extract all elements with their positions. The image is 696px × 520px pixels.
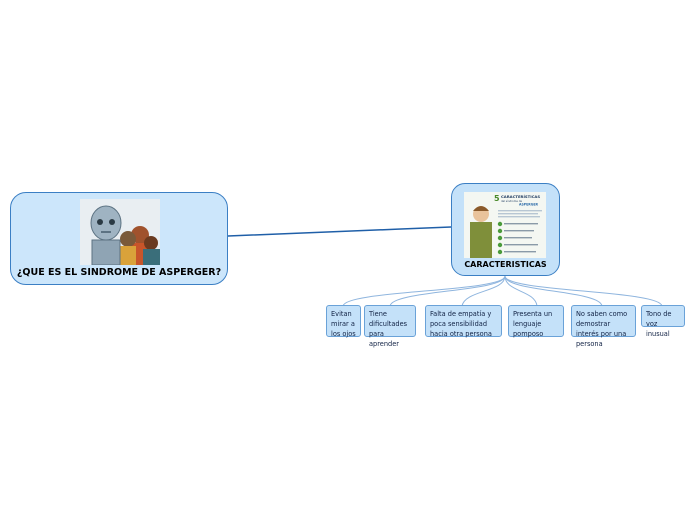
main-topic-node[interactable] xyxy=(10,192,228,285)
leaf-falta-empatia[interactable]: Falta de empatía y poca sensibilidad hac… xyxy=(425,305,502,338)
infographic-sub: del síndrome de xyxy=(501,199,522,203)
infographic-heading: CARACTERÍSTICAS xyxy=(501,194,540,199)
infographic-image: 5 CARACTERÍSTICAS del síndrome de ASPERG… xyxy=(464,192,546,258)
leaf-label: No saben como demostrar interés por una … xyxy=(576,310,628,348)
branch-3 xyxy=(461,275,506,307)
leaf-label: Presenta un lenguaje pomposo xyxy=(513,310,553,338)
branch-5 xyxy=(504,275,603,307)
branch-4 xyxy=(504,275,538,307)
leaf-label: Tono de voz inusual xyxy=(646,310,672,338)
leaf-tono-voz[interactable]: Tono de voz inusual xyxy=(641,305,685,338)
characteristics-title: CARACTERISTICAS xyxy=(464,260,547,269)
leaf-lenguaje-pomposo[interactable]: Presenta un lenguaje pomposo xyxy=(508,305,564,338)
main-topic-title: ¿QUE ES EL SINDROME DE ASPERGER? xyxy=(16,267,222,278)
infographic-number: 5 xyxy=(494,194,500,203)
leaf-demostrar-interes[interactable]: No saben como demostrar interés por una … xyxy=(571,305,636,348)
leaf-evitan-mirar[interactable]: Evitan mirar a los ojos xyxy=(326,305,361,338)
leaf-label: Evitan mirar a los ojos xyxy=(331,310,356,338)
main-connector xyxy=(227,226,452,237)
branch-6 xyxy=(504,275,663,307)
characteristics-node[interactable]: 5 CARACTERÍSTICAS del síndrome de ASPERG… xyxy=(451,183,560,276)
leaf-dificultades-aprender[interactable]: Tiene dificultades para aprender xyxy=(364,305,416,348)
branch-2 xyxy=(389,275,506,307)
leaf-label: Tiene dificultades para aprender xyxy=(369,310,408,348)
children-illustration xyxy=(80,199,160,265)
infographic-highlight: ASPERGER xyxy=(519,203,539,207)
branch-1 xyxy=(342,275,506,307)
leaf-label: Falta de empatía y poca sensibilidad hac… xyxy=(430,310,492,338)
